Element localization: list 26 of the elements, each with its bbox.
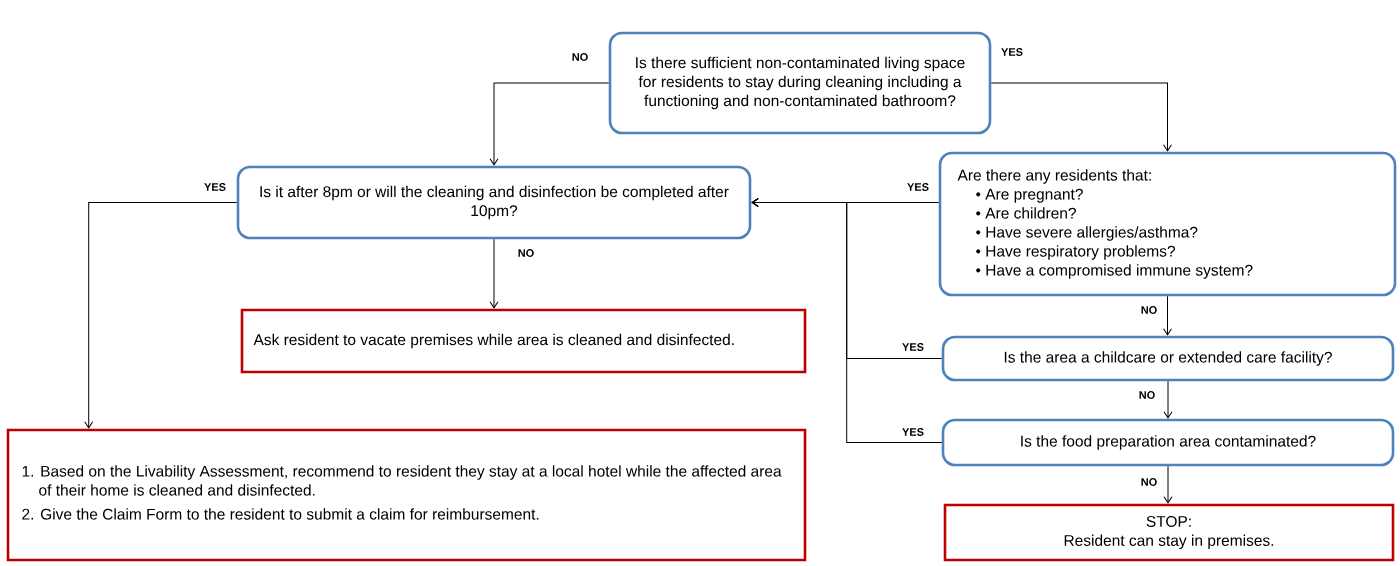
action-box: STOP: Resident can stay in premises.	[943, 503, 1395, 562]
edge-label: YES	[1000, 47, 1024, 57]
arrow	[1163, 465, 1173, 504]
decision-box: Is the area a childcare or extended care facility?	[941, 335, 1395, 382]
arrow	[84, 202, 238, 429]
arrow	[1163, 380, 1173, 419]
edge-label: NO	[570, 52, 590, 62]
edge-label: YES	[901, 342, 925, 352]
decision-box: Is the food preparation area contaminated?	[941, 418, 1395, 467]
edge-label: NO	[1137, 390, 1157, 400]
arrow	[990, 82, 1172, 152]
action-box: Ask resident to vacate premises while area is cleaned and disinfected.	[240, 308, 807, 374]
arrow	[489, 82, 610, 166]
edge-label: YES	[901, 427, 925, 437]
edge-label: NO	[1139, 477, 1159, 487]
arrow	[1163, 295, 1172, 336]
arrow	[751, 198, 943, 443]
edge-label: NO	[516, 248, 536, 258]
edge-label: YES	[203, 182, 227, 192]
edge-label: YES	[906, 182, 930, 192]
decision-box: Are there any residents that: • Are pregnant? • Are children? • Have severe allergies/asthma? • Have respiratory problems? • Have a compromised immune system?	[938, 151, 1397, 297]
decision-box: Is there sufficient non-contaminated living space for residents to stay during cleaning including a functioning and non-contaminated bathroom?	[608, 31, 992, 135]
edge-label: NO	[1139, 305, 1159, 315]
action-box: 1. Based on the Livability Assessment, recommend to resident they stay at a local hotel while the affected area of their home is cleaned and disinfected. 2. Give the Claim Form to the resident to submit a claim for reimbursement.	[6, 428, 807, 562]
arrow	[489, 238, 499, 309]
decision-box: Is it after 8pm or will the cleaning and disinfection be completed after 10pm?	[236, 165, 752, 240]
